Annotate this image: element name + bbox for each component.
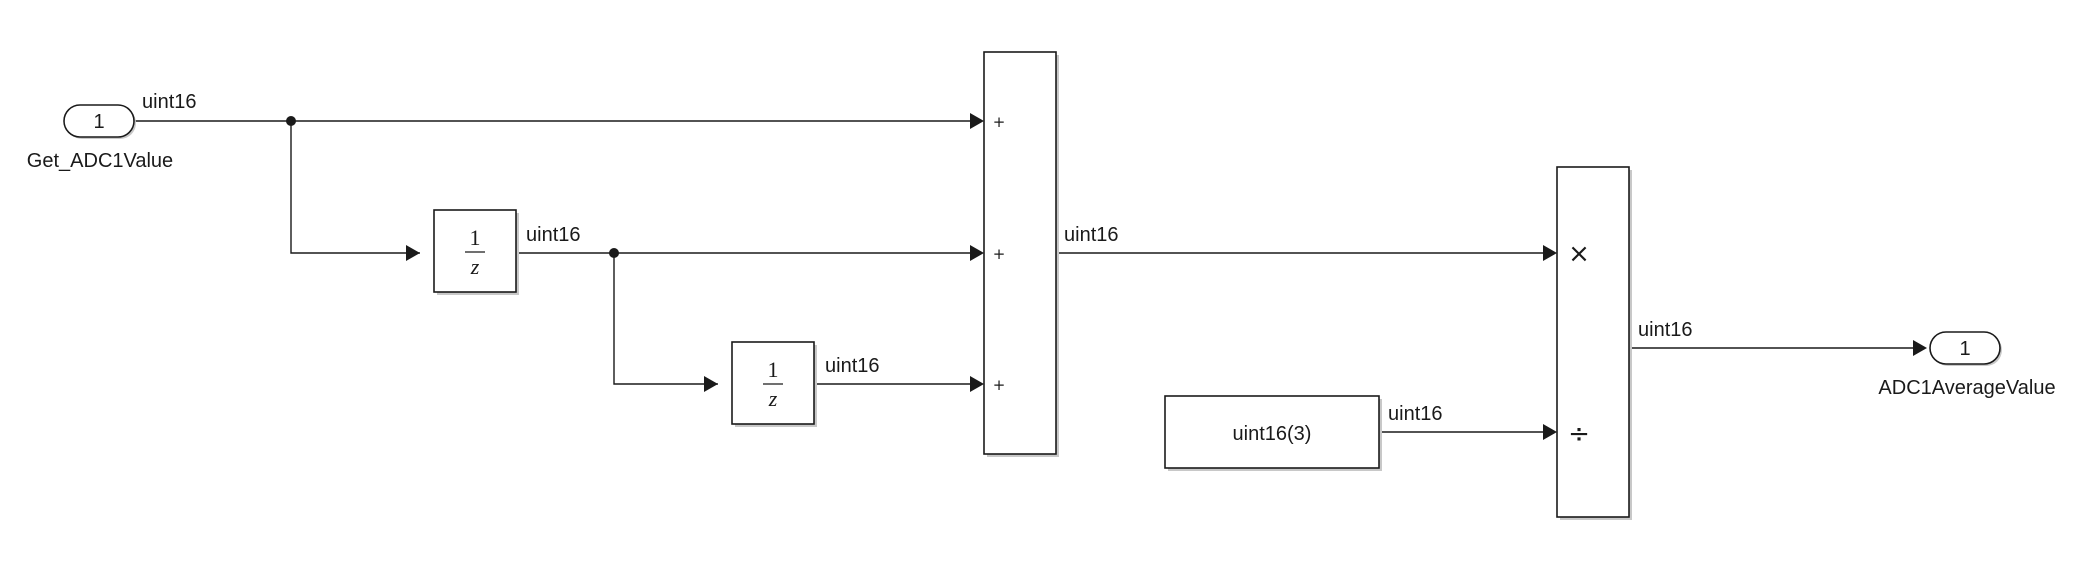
sum-block[interactable]: + + + xyxy=(983,51,1059,457)
arrowhead xyxy=(970,245,984,261)
delay-2-shape[interactable] xyxy=(731,341,815,425)
product-block[interactable]: × ÷ xyxy=(1556,166,1632,520)
sum-sign-3: + xyxy=(993,376,1006,394)
arrowhead xyxy=(970,376,984,392)
product-shape[interactable] xyxy=(1556,166,1630,518)
signal-label: uint16 xyxy=(142,91,197,113)
multiply-sign: × xyxy=(1568,239,1590,269)
delay-1-numerator: 1 xyxy=(470,225,481,250)
inport-shape[interactable] xyxy=(63,104,135,138)
outport-number: 1 xyxy=(1959,338,1970,360)
arrowhead xyxy=(970,113,984,129)
wire-branch-to-delay1[interactable] xyxy=(290,121,420,254)
sum-sign-2: + xyxy=(993,245,1006,263)
constant-value: uint16(3) xyxy=(1233,423,1312,445)
signal-label: uint16 xyxy=(1638,319,1693,341)
signal-label: uint16 xyxy=(1388,403,1443,425)
sum-shape[interactable] xyxy=(983,51,1057,455)
inport-number: 1 xyxy=(93,111,104,133)
outport-block[interactable]: 1 xyxy=(1929,331,2002,366)
outport-shape[interactable] xyxy=(1929,331,2001,365)
inport-name[interactable]: Get_ADC1Value xyxy=(27,150,173,172)
sum-sign-1: + xyxy=(993,113,1006,131)
delay-2-numerator: 1 xyxy=(768,357,779,382)
signal-label: uint16 xyxy=(825,355,880,377)
signal-label: uint16 xyxy=(526,224,581,246)
unit-delay-1[interactable]: 1 z xyxy=(433,209,519,295)
divide-sign: ÷ xyxy=(1568,419,1590,449)
arrowhead xyxy=(406,245,420,261)
arrowhead xyxy=(704,376,718,392)
branch-point xyxy=(609,248,619,258)
unit-delay-2[interactable]: 1 z xyxy=(731,341,817,427)
branch-point xyxy=(286,116,296,126)
arrowhead xyxy=(1543,245,1557,261)
constant-block[interactable]: uint16(3) xyxy=(1164,395,1382,471)
arrowhead xyxy=(1543,424,1557,440)
arrowheads xyxy=(406,113,1927,440)
outport-name[interactable]: ADC1AverageValue xyxy=(1878,377,2055,399)
signal-lines xyxy=(134,120,1913,433)
signal-datatype-labels: uint16 uint16 uint16 uint16 uint16 uint1… xyxy=(142,91,1693,425)
delay-1-shape[interactable] xyxy=(433,209,517,293)
delay-1-denominator: z xyxy=(470,254,480,279)
wire-branch-to-delay2[interactable] xyxy=(613,253,718,385)
signal-label: uint16 xyxy=(1064,224,1119,246)
delay-2-denominator: z xyxy=(768,386,778,411)
arrowhead xyxy=(1913,340,1927,356)
constant-shape[interactable] xyxy=(1164,395,1380,469)
inport-block[interactable]: 1 xyxy=(63,104,136,139)
